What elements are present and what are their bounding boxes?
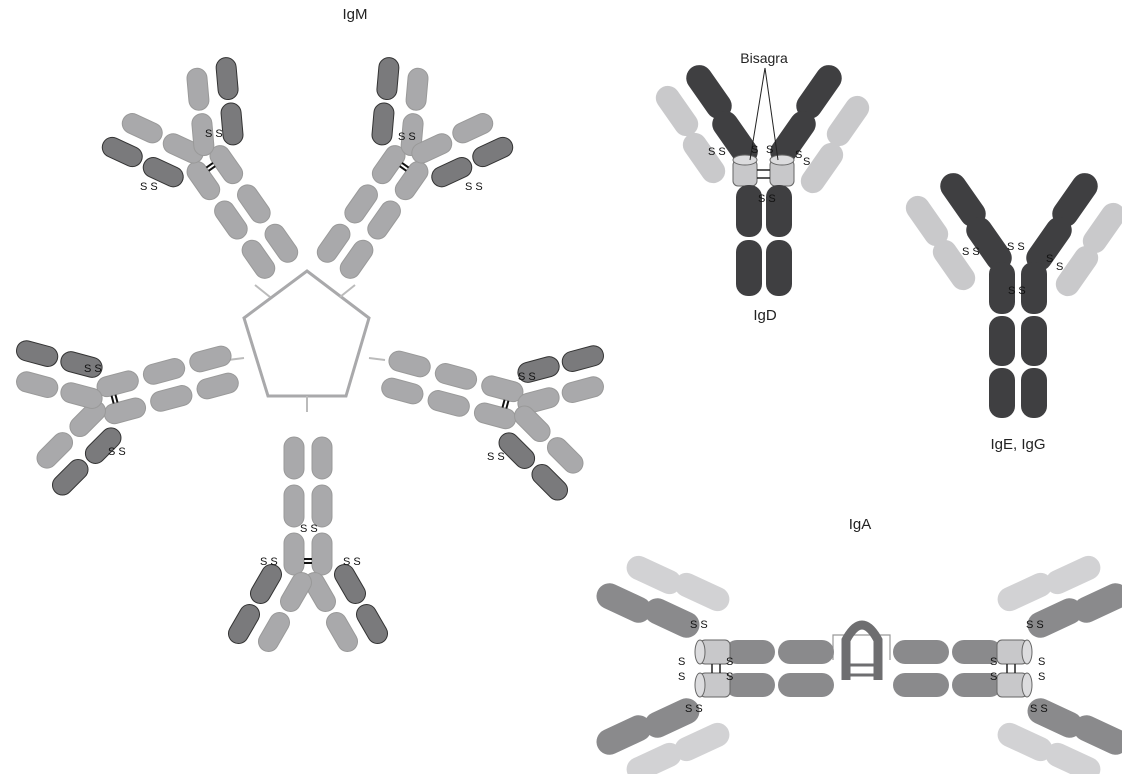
ss-label: S S <box>518 371 536 383</box>
ss-label: S S <box>260 556 278 568</box>
ss-label: S S <box>1008 285 1026 297</box>
ss-label: S <box>990 656 997 668</box>
igm-label: IgM <box>342 6 367 23</box>
ss-label: S <box>1038 671 1045 683</box>
ss-label: S S <box>685 703 703 715</box>
ss-label: S S <box>1030 703 1048 715</box>
igm-pentamer <box>2 42 618 655</box>
ss-label: S S <box>84 363 102 375</box>
ss-label: S S <box>1007 241 1025 253</box>
ss-label: S <box>803 156 810 168</box>
ss-label: S S <box>300 523 318 535</box>
ss-label: S <box>1046 253 1053 265</box>
ss-label: S <box>751 144 758 156</box>
ige-igg-molecule: S S S S S S S S <box>901 168 1122 418</box>
ss-label: S <box>678 671 685 683</box>
ss-label: S S <box>1026 619 1044 631</box>
ss-label: S S <box>343 556 361 568</box>
igm-subunit-bottom <box>225 437 391 655</box>
ss-label: S S <box>398 131 416 143</box>
ss-label: S S <box>108 446 126 458</box>
ss-label: S S <box>140 181 158 193</box>
ss-label: S <box>726 656 733 668</box>
ss-label: S S <box>708 146 726 158</box>
iga-dimer: S S S S S S S S S S S S S S S S <box>592 552 1122 774</box>
igm-subunit-right <box>364 292 618 509</box>
ss-label: S <box>1038 656 1045 668</box>
ss-label: S S <box>758 193 776 205</box>
ss-label: S S <box>465 181 483 193</box>
igm-subunit-left <box>2 287 256 504</box>
ss-label: S S <box>690 619 708 631</box>
ss-label: S <box>726 671 733 683</box>
igd-label: IgD <box>753 307 776 324</box>
iga-label: IgA <box>849 516 872 533</box>
igd-molecule: S S S S S S S S <box>651 60 874 296</box>
ss-label: S <box>766 144 773 156</box>
hinge-label: Bisagra <box>740 50 787 66</box>
ige-igg-label: IgE, IgG <box>990 436 1045 453</box>
ss-label: S S <box>962 246 980 258</box>
ss-label: S S <box>487 451 505 463</box>
ss-label: S <box>678 656 685 668</box>
ss-label: S <box>795 149 802 161</box>
ss-label: S <box>1056 261 1063 273</box>
ss-label: S <box>990 671 997 683</box>
ss-label: S S <box>205 128 223 140</box>
